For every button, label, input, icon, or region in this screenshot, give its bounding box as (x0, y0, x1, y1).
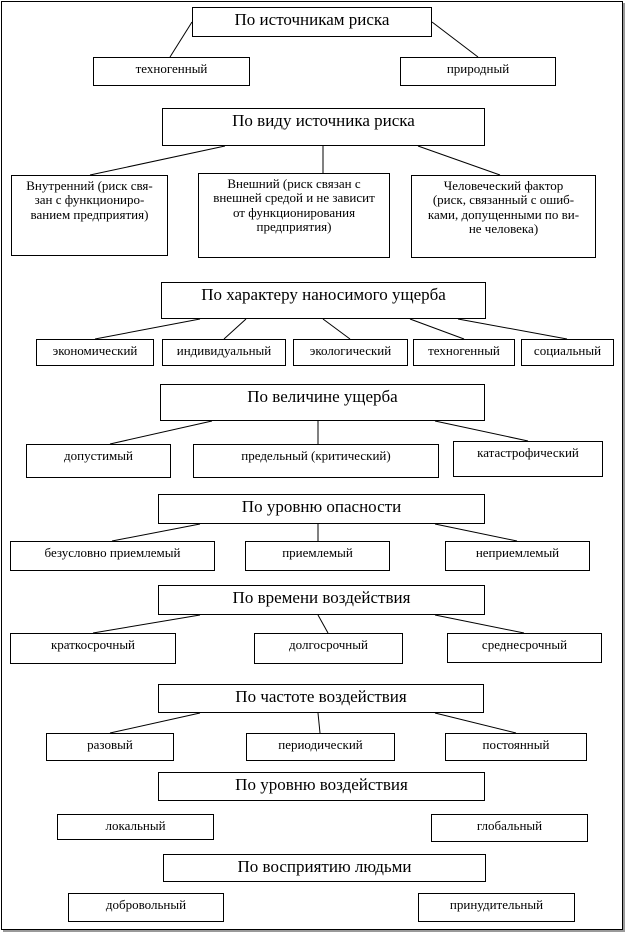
connector-line (434, 420, 529, 442)
item-box-short-term: краткосрочный (10, 633, 176, 664)
item-box-medium-term: среднесрочный (447, 633, 602, 663)
item-box-long-term: долгосрочный (254, 633, 403, 664)
item-box-unacceptable: неприемлемый (445, 541, 590, 571)
connector-line (92, 614, 201, 634)
item-box-voluntary: добровольный (68, 893, 224, 922)
connector-line (322, 318, 351, 340)
item-box-compulsory: принудительный (418, 893, 575, 922)
item-box-external-risk: Внешний (риск связан с внешней средой и … (198, 173, 390, 258)
connector-line (434, 614, 525, 634)
header-box-by-danger-level: По уровню опасности (158, 494, 485, 524)
header-box-by-risk-source: По источникам риска (192, 7, 432, 37)
connector-line (223, 318, 247, 340)
header-box-by-source-type: По виду источника риска (162, 108, 485, 146)
item-box-acceptable-damage: допустимый (26, 444, 171, 478)
header-box-by-exposure-frequency: По частоте воздействия (158, 684, 484, 713)
item-box-local: локальный (57, 814, 214, 840)
item-box-technogenic-source: техногенный (93, 57, 250, 86)
item-box-constant: постоянный (445, 733, 587, 761)
connector-line (434, 523, 518, 542)
item-box-global: глобальный (431, 814, 588, 842)
connector-line (409, 318, 465, 340)
connector-line (169, 21, 193, 58)
header-box-by-damage-size: По величине ущерба (160, 384, 485, 421)
item-box-catastrophic-damage: катастрофический (453, 441, 603, 477)
connector-line (111, 523, 201, 542)
item-box-social: социальный (521, 339, 614, 366)
item-text-internal-risk: Внутренний (риск свя- зан с функциониро-… (26, 178, 153, 222)
item-box-internal-risk: Внутренний (риск свя- зан с функциониро-… (11, 175, 168, 256)
header-box-by-exposure-level: По уровню воздействия (158, 772, 485, 801)
header-box-by-perception: По восприятию людьми (163, 854, 486, 882)
item-box-economic: экономический (36, 339, 154, 366)
connector-line (89, 145, 226, 176)
header-box-by-damage-nature: По характеру наносимого ущерба (161, 282, 486, 319)
item-box-natural-source: природный (400, 57, 556, 86)
item-box-periodic: периодический (246, 733, 395, 761)
connector-line (434, 712, 517, 734)
connector-line (431, 21, 479, 58)
connector-line (109, 420, 213, 445)
item-box-single: разовый (46, 733, 174, 761)
item-box-human-factor: Человеческий фактор (риск, связанный с о… (411, 175, 596, 258)
connector-line (457, 318, 568, 340)
item-box-technogenic-damage: техногенный (413, 339, 515, 366)
connector-line (94, 318, 201, 340)
item-box-acceptable: приемлемый (245, 541, 390, 571)
connector-line (317, 712, 321, 734)
header-box-by-exposure-time: По времени воздействия (158, 585, 485, 615)
item-box-ecological: экологический (293, 339, 408, 366)
item-text-external-risk: Внешний (риск связан с внешней средой и … (213, 176, 375, 234)
connector-line (109, 712, 201, 734)
connector-line (317, 614, 329, 634)
connector-line (417, 145, 501, 176)
item-box-unconditionally-acceptable: безусловно приемлемый (10, 541, 215, 571)
item-box-individual: индивидуальный (162, 339, 286, 366)
item-text-human-factor: Человеческий фактор (риск, связанный с о… (427, 178, 580, 236)
item-box-critical-damage: предельный (критический) (193, 444, 439, 478)
